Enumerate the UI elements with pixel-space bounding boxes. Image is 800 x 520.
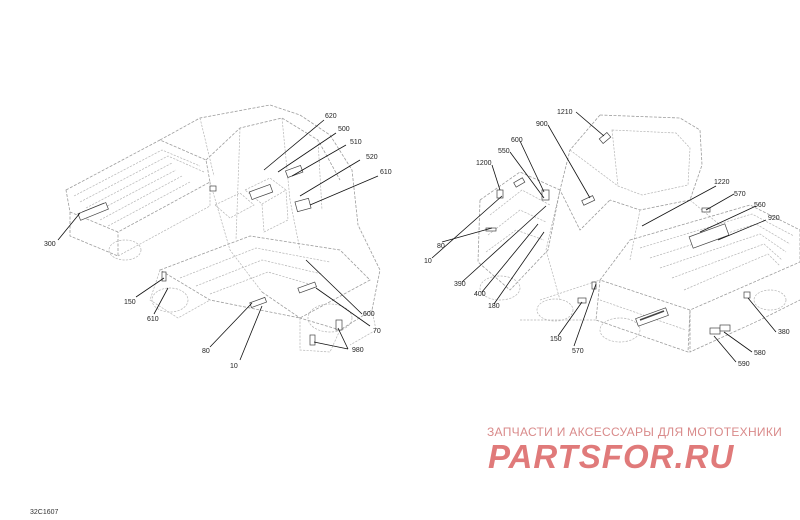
callout-70: 70 [373,328,381,335]
callout-600: 600 [511,137,523,144]
callout-150: 150 [124,299,136,306]
callout-10: 10 [230,363,238,370]
right-leader-lines [431,111,777,363]
callout-1220: 1220 [714,179,730,186]
callout-380: 380 [778,329,790,336]
callout-980: 980 [352,347,364,354]
callout-80: 80 [437,243,445,250]
callout-610: 610 [380,169,392,176]
callout-600: 600 [363,311,375,318]
callout-390: 390 [454,281,466,288]
callout-150: 150 [550,336,562,343]
callout-610b: 610 [147,316,159,323]
right-vehicle-drawing [477,114,800,353]
callout-900: 900 [536,121,548,128]
callout-1200: 1200 [476,160,492,167]
callout-10: 10 [424,258,432,265]
callout-580: 580 [754,350,766,357]
callout-560: 560 [754,202,766,209]
callout-510: 510 [350,139,362,146]
reference-code: 32C1607 [30,509,59,516]
callout-180: 180 [488,303,500,310]
right-callouts: 1210 900 600 550 1200 10 80 390 400 180 … [424,109,790,368]
callout-400: 400 [474,291,486,298]
callout-300: 300 [44,241,56,248]
callout-590: 590 [738,361,750,368]
callout-920: 920 [768,215,780,222]
left-vehicle-drawing [65,104,381,353]
callout-1210: 1210 [557,109,573,116]
watermark-logo: PARTSFOR.RU [488,440,734,474]
callout-550: 550 [498,148,510,155]
callout-500: 500 [338,126,350,133]
callout-80: 80 [202,348,210,355]
callout-570: 570 [734,191,746,198]
watermark-logo-text: PARTSFOR.RU [488,440,734,474]
left-leader-lines [57,119,379,361]
watermark-tagline: ЗАПЧАСТИ И АКСЕССУАРЫ ДЛЯ МОТОТЕХНИКИ [487,425,783,439]
callout-520: 520 [366,154,378,161]
callout-570b: 570 [572,348,584,355]
left-callouts: 620 500 510 520 610 300 150 610 80 10 98… [44,113,392,370]
callout-620: 620 [325,113,337,120]
